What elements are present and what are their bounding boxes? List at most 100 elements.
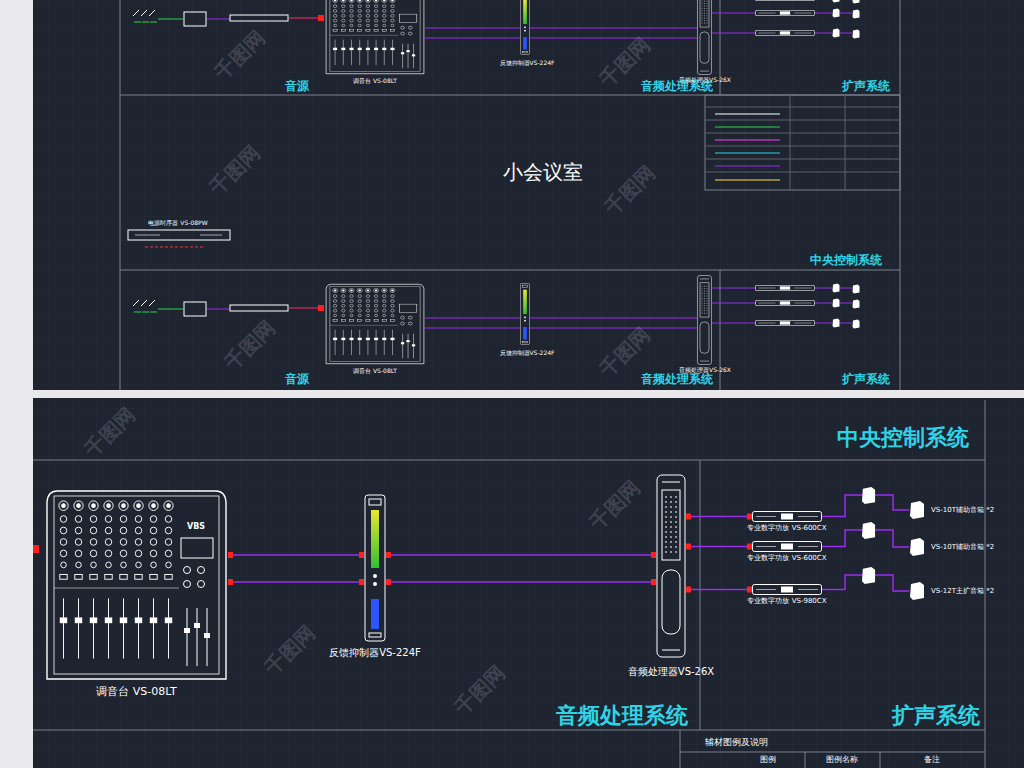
svg-rect — [33, 0, 1024, 390]
signal-wire — [228, 554, 364, 556]
table-header: 图例 — [760, 755, 776, 764]
table-title: 辅材图例及说明 — [705, 737, 768, 747]
svg-path — [145, 247, 205, 248]
device-drawing — [752, 511, 822, 522]
connector-plug — [228, 579, 233, 585]
svg-rect — [128, 230, 230, 240]
device-label: 专业数字功放 VS-600CX — [747, 554, 826, 562]
connector-plug — [686, 544, 691, 550]
connector-plug — [747, 587, 752, 593]
signal-wire — [386, 581, 656, 583]
device-label: 调音台 VS-08LT — [96, 686, 176, 699]
device-symbol — [753, 585, 822, 595]
device-symbol — [910, 582, 924, 600]
device-label: VS-10T辅助音箱 *2 — [931, 543, 994, 551]
speaker-icon — [862, 522, 875, 539]
connector-plug — [228, 552, 233, 558]
device-symbol — [365, 495, 385, 641]
device-drawing — [909, 581, 925, 601]
device-drawing — [752, 541, 822, 552]
device-symbol — [753, 542, 822, 552]
svg-path — [135, 235, 222, 236]
connector-plug — [651, 552, 656, 558]
svg-rect — [705, 95, 900, 190]
device-label: 音频处理器VS-26X — [679, 367, 731, 374]
svg-path — [715, 114, 780, 115]
svg-rect — [33, 0, 1024, 390]
device-label: VS-10T辅助音箱 *2 — [931, 506, 994, 514]
section-title: 音频处理系统 — [641, 373, 713, 387]
section-title: 扩声系统 — [892, 703, 980, 728]
device-label: 调音台 VS-08LT — [353, 78, 397, 85]
device-label: 调音台 VS-08LT — [353, 368, 397, 375]
device-drawing — [752, 584, 822, 595]
device-symbol — [657, 475, 685, 657]
device-amp: 专业数字功放 VS-980CX — [752, 584, 822, 595]
connector-plug — [686, 514, 691, 520]
connector-plug — [359, 579, 364, 585]
connector-plug — [386, 552, 391, 558]
device-spk: VS-10T辅助音箱 *2 — [909, 500, 925, 520]
svg-path — [715, 153, 780, 154]
device-symbol — [910, 501, 924, 519]
room-title: 小会议室 — [503, 161, 583, 184]
device-spk: VS-12T主扩音箱 *2 — [909, 581, 925, 601]
device-mixer: 调音台 VS-08LT — [45, 488, 228, 682]
svg-path — [715, 166, 780, 167]
svg-rect — [33, 545, 39, 553]
signal-wire — [686, 589, 752, 591]
device-symbol — [47, 491, 226, 679]
device-drawing — [45, 488, 228, 682]
brand-logo: VBS — [185, 522, 207, 531]
table-header: 图例名称 — [826, 755, 858, 764]
connector-plug — [359, 552, 364, 558]
connector-plug — [686, 587, 691, 593]
device-label: 音频处理器VS-26X — [628, 666, 714, 678]
svg-path — [33, 400, 985, 768]
connector-plug — [651, 579, 656, 585]
signal-wire — [228, 581, 364, 583]
svg-path — [715, 140, 780, 141]
section-title: 扩声系统 — [842, 373, 890, 387]
device-amp: 专业数字功放 VS-600CX — [752, 511, 822, 522]
device-drawing — [909, 500, 925, 520]
connector-plug — [747, 514, 752, 520]
section-title: 扩声系统 — [842, 80, 890, 94]
signal-wire — [686, 516, 752, 518]
section-title: 音源 — [285, 373, 309, 387]
device-label: 专业数字功放 VS-600CX — [747, 524, 826, 532]
connector-plug — [386, 579, 391, 585]
speaker-icon — [862, 487, 875, 504]
device-label: 音频处理器VS-26X — [679, 77, 731, 84]
connector-plug — [747, 544, 752, 550]
section-title: 音源 — [285, 80, 309, 94]
section-title: 中央控制系统 — [810, 254, 882, 268]
device-drawing — [909, 537, 925, 557]
speaker-icon — [862, 567, 875, 584]
top-panel — [33, 0, 1024, 390]
device-label: 电源时序器 VS-08PW — [148, 220, 207, 227]
signal-wire — [686, 546, 752, 548]
signal-wire — [386, 554, 656, 556]
svg-rect — [33, 398, 1024, 768]
device-symbol — [753, 512, 822, 522]
svg-path — [715, 180, 780, 181]
svg-rect — [33, 398, 1024, 768]
section-title: 音频处理系统 — [556, 703, 688, 728]
device-drawing — [656, 474, 686, 658]
bottom-panel — [33, 398, 1024, 768]
device-proc: 音频处理器VS-26X — [656, 474, 686, 658]
device-label: 专业数字功放 VS-980CX — [747, 597, 826, 605]
table-header: 备注 — [924, 755, 940, 764]
device-spk: VS-10T辅助音箱 *2 — [909, 537, 925, 557]
device-symbol — [910, 538, 924, 556]
device-label: 反馈抑制器VS-224F — [329, 647, 421, 659]
device-amp: 专业数字功放 VS-600CX — [752, 541, 822, 552]
device-label: 反馈抑制器VS-224F — [500, 60, 555, 67]
device-drawing — [364, 494, 386, 642]
section-title: 中央控制系统 — [837, 425, 969, 450]
device-supp: 反馈抑制器VS-224F — [364, 494, 386, 642]
device-label: 反馈抑制器VS-224F — [500, 350, 555, 357]
svg-path — [705, 95, 900, 190]
